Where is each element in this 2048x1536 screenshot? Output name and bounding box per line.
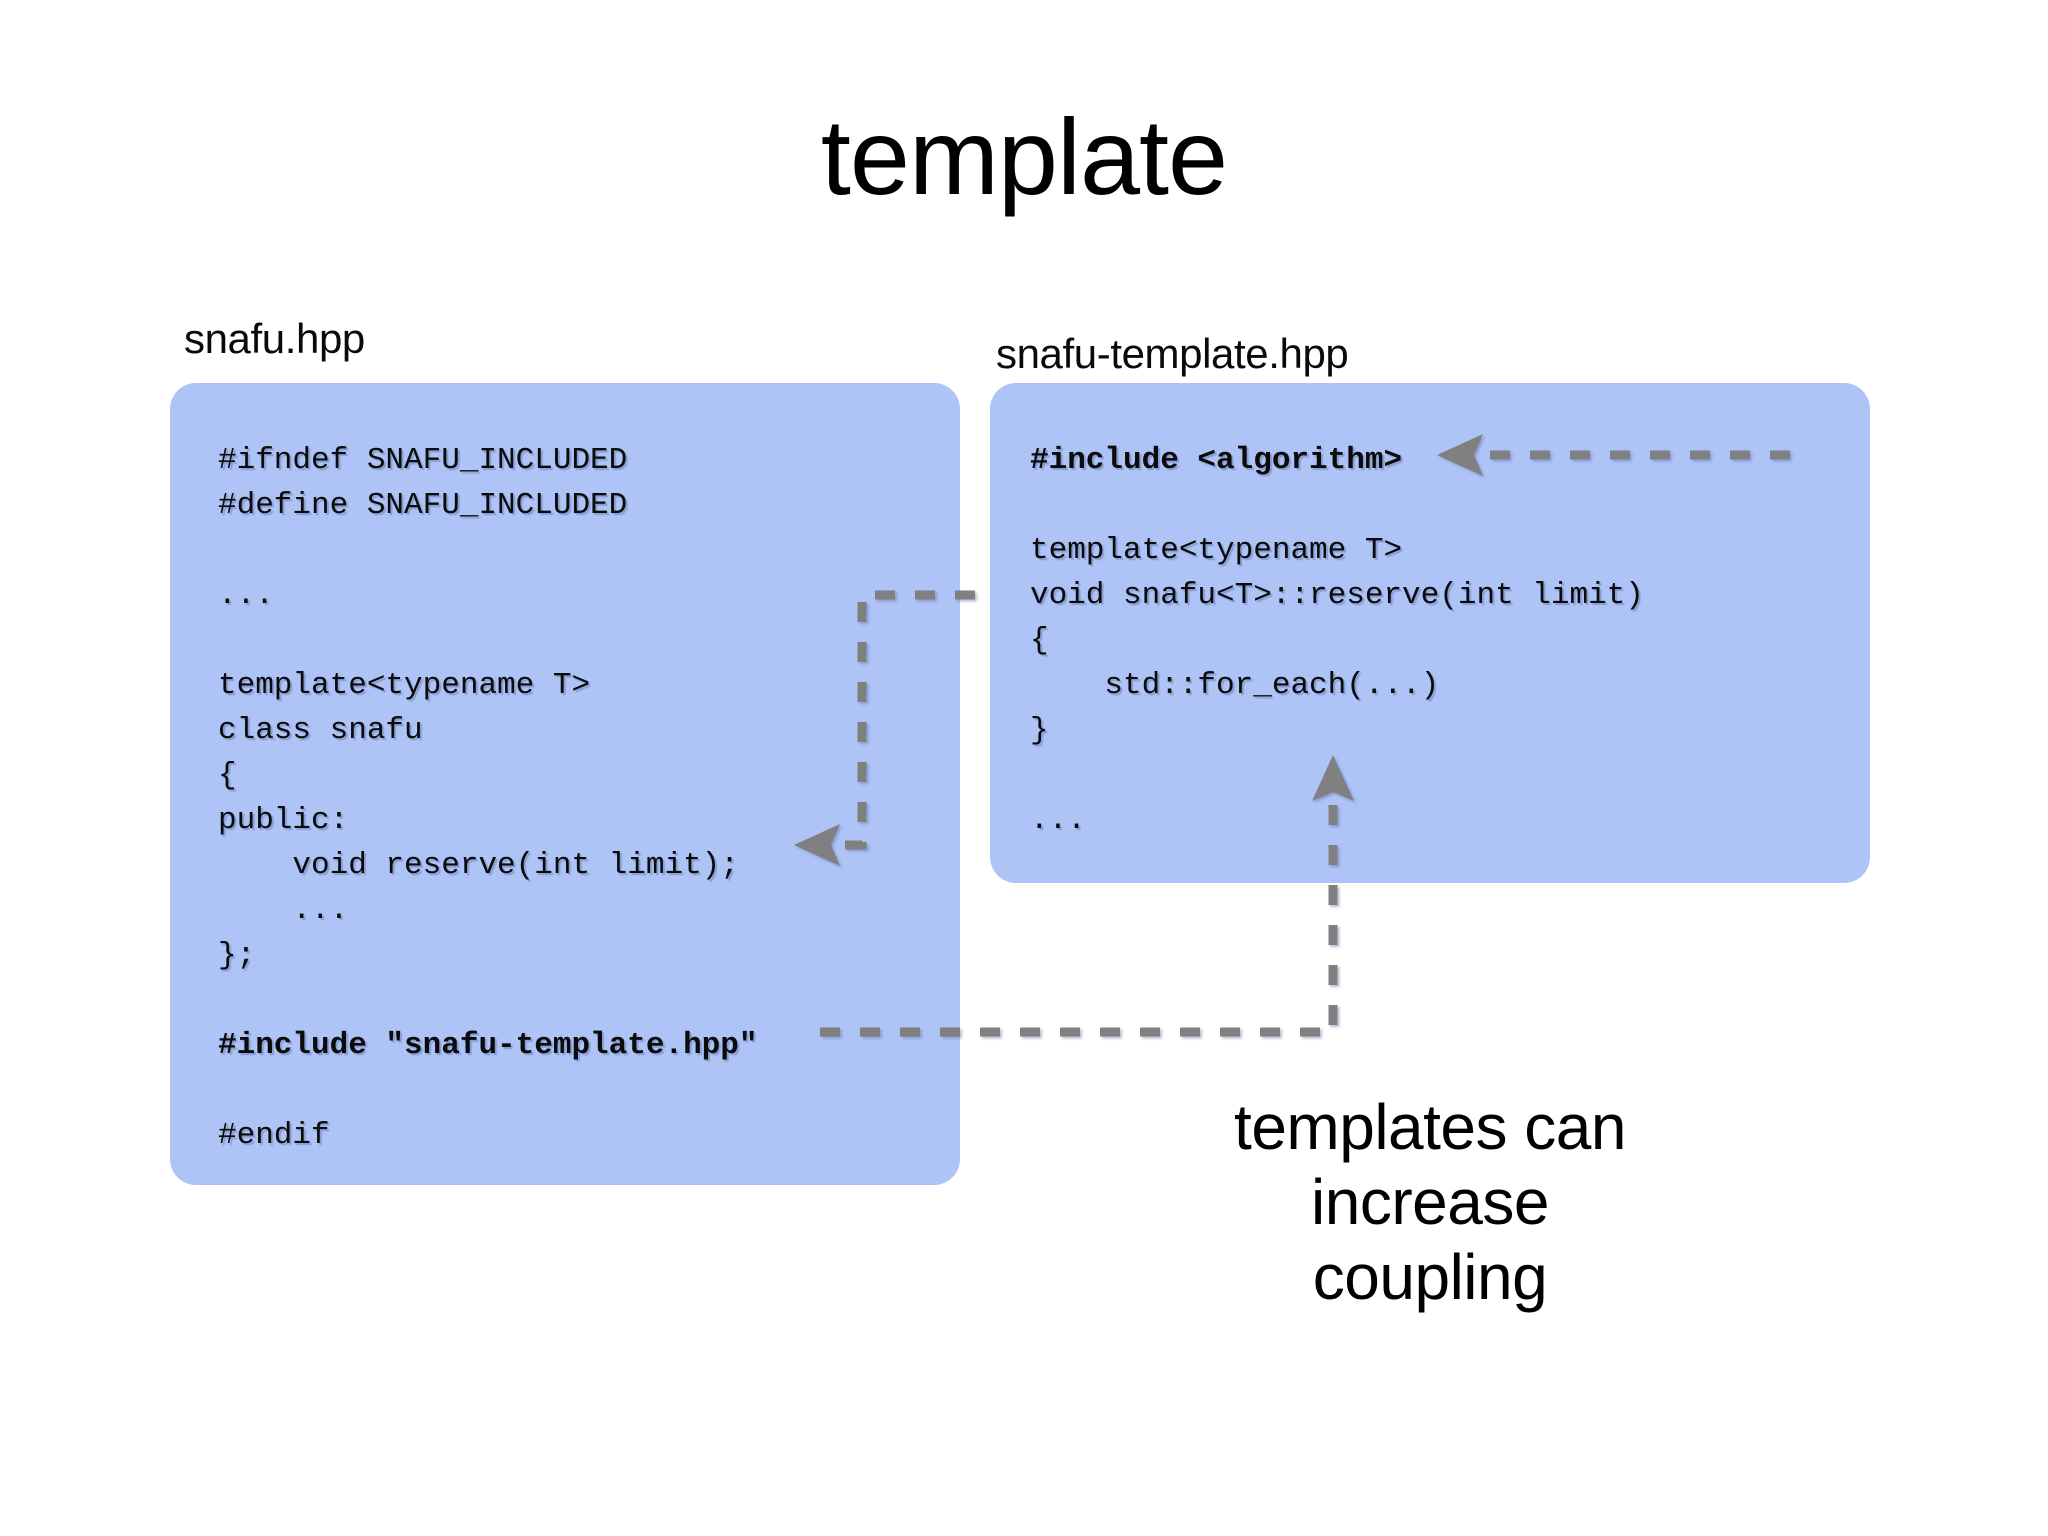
code-line: ... — [218, 893, 349, 928]
code-line: class snafu — [218, 713, 423, 748]
code-line — [1030, 753, 1644, 798]
code-line: ... — [218, 578, 274, 613]
annotation-line: increase — [1311, 1165, 1549, 1238]
code-line: #include <algorithm> — [1030, 443, 1403, 478]
code-line: ... — [1030, 803, 1086, 838]
code-block-snafu-hpp: #ifndef SNAFU_INCLUDED #define SNAFU_INCL… — [218, 438, 758, 1158]
code-block-snafu-template-hpp: #include <algorithm> template<typename T… — [1030, 438, 1644, 843]
code-line: template<typename T> — [218, 668, 591, 703]
code-panel-snafu-template-hpp: #include <algorithm> template<typename T… — [990, 383, 1870, 883]
code-panel-snafu-hpp: #ifndef SNAFU_INCLUDED #define SNAFU_INCL… — [170, 383, 960, 1185]
file-label-snafu-hpp: snafu.hpp — [184, 315, 365, 362]
code-line: std::for_each(...) — [1030, 668, 1440, 703]
code-line: } — [1030, 713, 1049, 748]
file-label-snafu-template-hpp: snafu-template.hpp — [996, 330, 1349, 377]
code-line: public: — [218, 803, 349, 838]
code-line: { — [1030, 623, 1049, 658]
code-line: #endif — [218, 1118, 330, 1153]
code-line: void snafu<T>::reserve(int limit) — [1030, 578, 1644, 613]
code-line: #ifndef SNAFU_INCLUDED — [218, 443, 628, 478]
code-line: template<typename T> — [1030, 533, 1403, 568]
code-line: #define SNAFU_INCLUDED — [218, 488, 628, 523]
page-title: template — [820, 96, 1228, 217]
code-line — [218, 1068, 758, 1113]
code-line — [218, 528, 758, 573]
code-line: #include "snafu-template.hpp" — [218, 1028, 758, 1063]
code-line — [1030, 483, 1644, 528]
code-line — [218, 618, 758, 663]
code-line — [218, 978, 758, 1023]
code-line: void reserve(int limit); — [218, 848, 739, 883]
annotation-line: templates can — [1234, 1091, 1626, 1163]
code-line: { — [218, 758, 237, 793]
annotation-line: coupling — [1312, 1240, 1548, 1313]
code-line: }; — [218, 938, 256, 973]
